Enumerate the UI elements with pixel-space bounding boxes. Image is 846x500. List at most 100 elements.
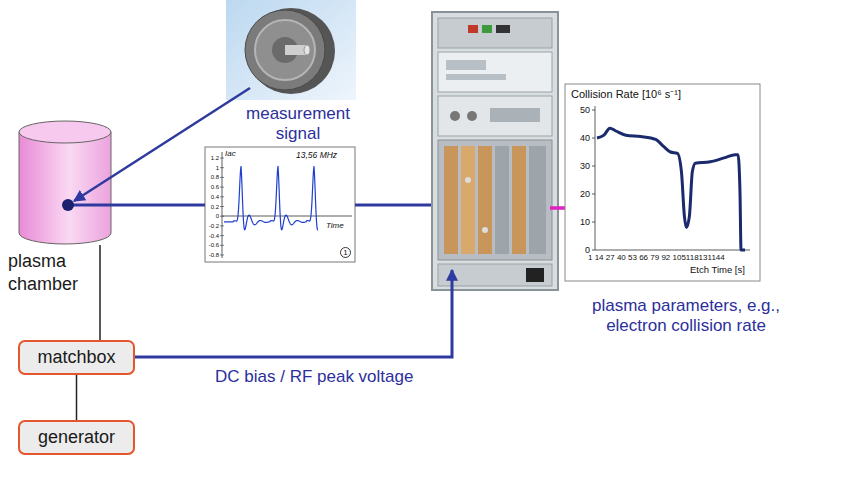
signal-plot bbox=[220, 167, 224, 168]
sensor-photo bbox=[226, 0, 356, 100]
collision-chart bbox=[592, 194, 595, 195]
measurement-rack bbox=[482, 25, 492, 33]
signal-plot bbox=[224, 166, 318, 230]
measurement-rack bbox=[446, 74, 506, 80]
signal-plot bbox=[220, 216, 224, 217]
axis-title: Etch Time [s] bbox=[690, 265, 745, 276]
measurement-rack bbox=[438, 96, 552, 136]
collision-chart bbox=[592, 110, 595, 250]
sensor-photo bbox=[304, 45, 310, 55]
cylinder-shape bbox=[18, 120, 112, 245]
dc-bias-arrow bbox=[135, 270, 452, 357]
collision-chart bbox=[565, 84, 760, 281]
connector-line bbox=[76, 375, 78, 420]
tick-label: -0.6 bbox=[209, 242, 219, 249]
tick-label: -0.2 bbox=[209, 222, 219, 229]
cylinder-shape bbox=[19, 132, 111, 244]
signal-plot bbox=[205, 147, 355, 262]
signal-plot bbox=[220, 187, 224, 188]
collision-chart bbox=[592, 250, 595, 251]
tick-label: -0.4 bbox=[209, 232, 219, 239]
collision-chart bbox=[592, 222, 595, 223]
measurement-rack bbox=[432, 12, 558, 290]
signal-plot bbox=[220, 235, 224, 236]
tick-label: 0.6 bbox=[211, 184, 219, 191]
collision-chart bbox=[595, 106, 596, 250]
measurement-rack bbox=[496, 25, 510, 33]
signal-plot bbox=[220, 196, 224, 197]
node-label: matchbox bbox=[37, 347, 115, 368]
chart-title: Collision Rate [10⁶ s⁻¹] bbox=[571, 88, 681, 101]
tick-label: 1.2 bbox=[211, 155, 219, 162]
measurement-rack bbox=[478, 146, 492, 254]
measurement-rack bbox=[438, 140, 552, 260]
measurement-rack bbox=[438, 18, 552, 48]
tick-label: 0.2 bbox=[211, 203, 219, 210]
probe-wire bbox=[68, 204, 205, 207]
measurement-rack bbox=[468, 25, 478, 33]
measurement-rack bbox=[444, 146, 458, 254]
measurement-rack bbox=[461, 146, 475, 254]
signal-caption: measurement signal bbox=[228, 104, 368, 143]
collision-chart bbox=[597, 128, 745, 250]
measurement-rack bbox=[529, 146, 546, 254]
measurement-rack bbox=[512, 146, 526, 254]
signal-plot bbox=[205, 147, 355, 262]
frequency-label: 13,56 MHz bbox=[296, 151, 337, 161]
dc-bias-arrow bbox=[135, 270, 452, 357]
measurement-rack bbox=[446, 60, 486, 70]
signal-plot bbox=[220, 225, 224, 226]
result-caption: plasma parameters, e.g., electron collis… bbox=[566, 296, 806, 335]
wire-label: DC bias / RF peak voltage bbox=[215, 367, 413, 387]
tick-label: 1 14 27 40 53 66 79 92 105118131144 bbox=[588, 253, 725, 262]
tick-label: 0.8 bbox=[211, 174, 219, 181]
matchbox-box: matchbox bbox=[18, 340, 135, 375]
collision-chart bbox=[597, 128, 745, 250]
plasma-chamber: plasma chamber bbox=[18, 120, 112, 245]
cylinder-shape bbox=[19, 121, 111, 143]
collision-chart bbox=[565, 84, 760, 281]
sensor-photo bbox=[255, 20, 315, 80]
tick-label: 10 bbox=[580, 217, 590, 227]
measurement-rack bbox=[438, 264, 552, 286]
signal-plot bbox=[220, 158, 224, 159]
tick-label: 50 bbox=[580, 105, 590, 115]
tick-label: 30 bbox=[580, 161, 590, 171]
collision-chart bbox=[592, 166, 595, 167]
axis-title: Time bbox=[326, 221, 344, 230]
tick-label: 0 bbox=[216, 213, 219, 220]
sensor-photo bbox=[226, 0, 356, 100]
measurement-rack bbox=[432, 12, 558, 290]
measurement-rack bbox=[495, 146, 509, 254]
sensor-photo bbox=[245, 10, 325, 90]
signal-plot bbox=[220, 158, 224, 255]
measurement-rack bbox=[526, 268, 544, 282]
signal-plot bbox=[220, 177, 224, 178]
probe-wire bbox=[62, 199, 74, 211]
probe-wire bbox=[74, 88, 250, 201]
signal-plot bbox=[220, 206, 224, 207]
tick-label: 20 bbox=[580, 189, 590, 199]
measurement-rack bbox=[490, 108, 540, 122]
measurement-rack bbox=[482, 227, 488, 233]
node-label: generator bbox=[38, 427, 115, 448]
collision-chart bbox=[595, 250, 750, 251]
measurement-rack bbox=[467, 111, 477, 121]
signal-plot bbox=[220, 255, 224, 256]
tick-label: 1 bbox=[216, 164, 219, 171]
tick-label: 40 bbox=[580, 133, 590, 143]
measurement-rack bbox=[438, 52, 552, 92]
signal-plot bbox=[220, 245, 224, 246]
probe-wire bbox=[62, 88, 250, 211]
measurement-rack bbox=[450, 111, 460, 121]
callout-number: 1 bbox=[340, 247, 351, 258]
axis-title: Iac bbox=[225, 149, 236, 158]
collision-chart bbox=[592, 110, 595, 111]
generator-box: generator bbox=[18, 420, 135, 455]
measurement-rack bbox=[465, 177, 471, 183]
tick-label: -0.8 bbox=[209, 252, 219, 259]
connector-line bbox=[99, 245, 101, 340]
tick-label: 0.4 bbox=[211, 193, 219, 200]
collision-chart bbox=[592, 138, 595, 139]
